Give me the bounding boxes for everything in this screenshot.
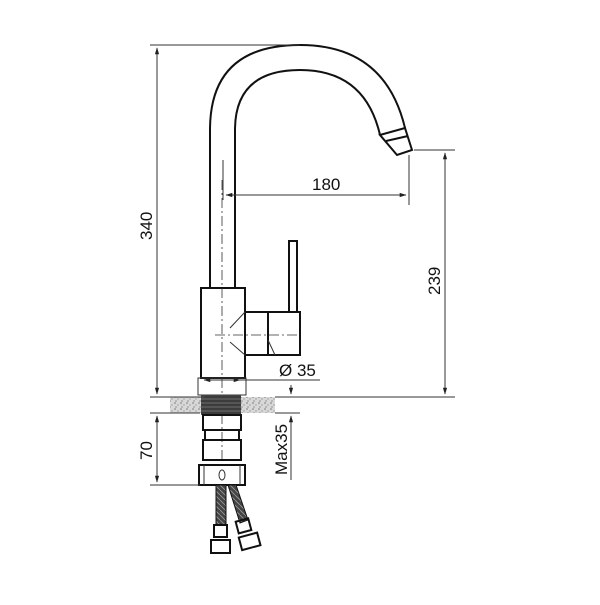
spout xyxy=(209,43,414,288)
label-spout-reach: 180 xyxy=(312,175,340,194)
label-total-height: 340 xyxy=(137,212,156,240)
dimension-70: 70 xyxy=(137,412,200,486)
faucet-body xyxy=(200,180,301,460)
label-outlet-height: 239 xyxy=(425,267,444,295)
dimension-340: 340 xyxy=(137,44,300,398)
dimension-max35: Max35 xyxy=(272,385,300,480)
label-below-counter: 70 xyxy=(137,441,156,460)
supply-hoses xyxy=(210,484,262,554)
dimension-180: 180 xyxy=(222,155,410,205)
dimension-239: 239 xyxy=(275,149,455,398)
dimension-diameter: Ø 35 xyxy=(203,361,320,383)
countertop xyxy=(170,377,275,415)
label-base-diameter: Ø 35 xyxy=(279,361,316,380)
label-max-thickness: Max35 xyxy=(272,424,291,475)
handle-lever xyxy=(288,240,298,313)
